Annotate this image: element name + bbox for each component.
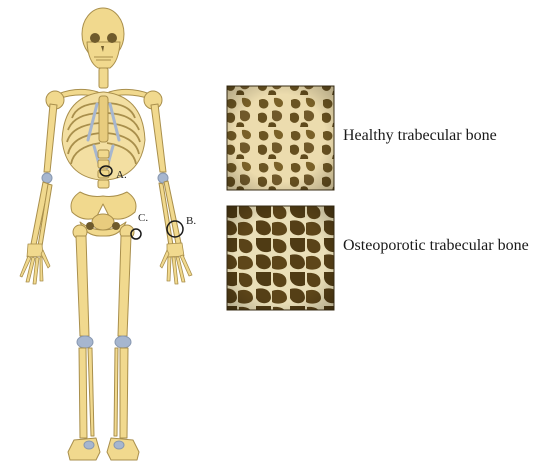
marker-b-label: B.: [186, 216, 196, 227]
right-arm: [151, 104, 192, 284]
healthy-bone-panel: [227, 86, 334, 190]
cervical-spine: [99, 68, 108, 88]
left-arm: [20, 104, 57, 284]
healthy-bone-caption: Healthy trabecular bone: [343, 126, 533, 145]
skeleton-illustration: [20, 8, 192, 460]
marker-c-label: C.: [138, 213, 148, 224]
osteoporotic-bone-caption: Osteoporotic trabecular bone: [343, 236, 533, 255]
left-hand: [20, 244, 50, 284]
osteoporotic-bone-panel: [227, 206, 334, 310]
left-leg: [68, 225, 100, 460]
skull: [82, 8, 124, 68]
right-hand: [160, 243, 192, 284]
right-leg: [107, 225, 139, 460]
marker-a-label: A.: [116, 170, 127, 181]
